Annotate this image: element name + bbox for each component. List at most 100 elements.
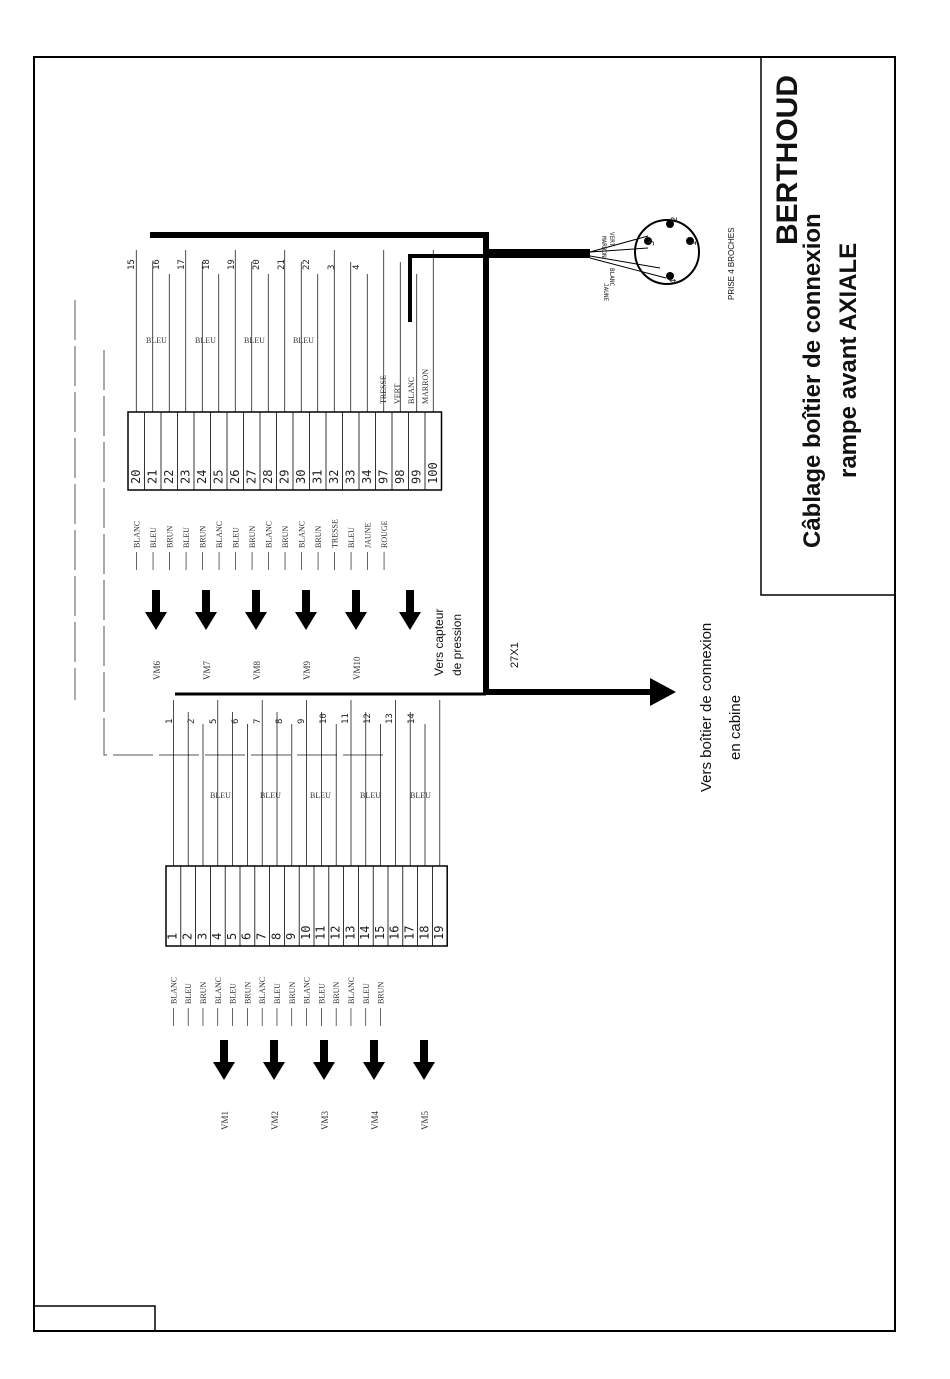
pin-4-label: 4 bbox=[669, 279, 679, 284]
output-label: VM10 bbox=[352, 656, 362, 680]
terminal-number: 21 bbox=[145, 470, 159, 484]
feed-number: 10 bbox=[319, 713, 329, 724]
wire-color-label: BLANC bbox=[303, 977, 312, 1004]
output-arrow bbox=[195, 590, 217, 630]
output-arrow-head bbox=[263, 1062, 285, 1080]
output-arrow bbox=[295, 590, 317, 630]
output-arrow-shaft bbox=[270, 1040, 278, 1064]
terminal-number: 13 bbox=[343, 926, 357, 940]
terminal-number: 19 bbox=[432, 926, 446, 940]
output-label: VM8 bbox=[252, 660, 262, 680]
bridge-label: BLEU bbox=[195, 336, 216, 345]
connector-wires bbox=[589, 235, 667, 279]
cable-destination-line-1: Vers boîtier de connexion bbox=[698, 623, 715, 792]
main-cable: 27X1 Vers boîtier de connexion en cabine bbox=[150, 232, 744, 792]
terminal-number: 30 bbox=[294, 470, 308, 484]
output-label: VM7 bbox=[202, 660, 212, 680]
terminal-number: 98 bbox=[393, 470, 407, 484]
title-block: BERTHOUD Câblage boîtier de connexion ra… bbox=[771, 75, 862, 548]
output-label: VM9 bbox=[302, 660, 312, 680]
wire-color-label: BRUN bbox=[314, 526, 323, 548]
wire-color-label: BLANC bbox=[298, 521, 307, 548]
sensor-arrow-head bbox=[399, 612, 421, 630]
terminal-number: 9 bbox=[284, 933, 298, 940]
terminal-number: 3 bbox=[195, 933, 209, 940]
bridge-label: BLEU bbox=[260, 791, 281, 800]
feed-number: 3 bbox=[327, 265, 337, 270]
wire-color-label: BLEU bbox=[149, 527, 158, 548]
wire-color-label: BRUN bbox=[248, 526, 257, 548]
pin-3-label: 3 bbox=[647, 241, 657, 246]
output-arrow bbox=[213, 1040, 235, 1080]
feed-number: 9 bbox=[297, 719, 307, 724]
output-label: VM4 bbox=[370, 1110, 380, 1130]
terminal-number: 1 bbox=[166, 933, 180, 940]
terminal-number: 23 bbox=[178, 470, 192, 484]
title-line-1: Câblage boîtier de connexion bbox=[799, 213, 826, 548]
wire-color-label: BRUN bbox=[199, 982, 208, 1004]
output-arrow-shaft bbox=[352, 590, 360, 614]
output-arrow-shaft bbox=[252, 590, 260, 614]
connector-pin-3 bbox=[644, 237, 652, 245]
bridge-label: BLEU bbox=[146, 336, 167, 345]
feed-number: 21 bbox=[277, 259, 287, 270]
bridge-label: BLEU bbox=[310, 791, 331, 800]
output-arrow bbox=[263, 1040, 285, 1080]
wire-color-label: ROUGE bbox=[380, 520, 389, 548]
terminal-box bbox=[127, 411, 443, 491]
sensor-note-line-2: de pression bbox=[450, 614, 464, 676]
feed-number: 20 bbox=[252, 259, 262, 270]
sensor-wire-label: TRESSE bbox=[379, 375, 388, 404]
output-arrow-head bbox=[295, 612, 317, 630]
terminal-number: 97 bbox=[376, 470, 390, 484]
wire-color-label: BLEU bbox=[362, 983, 371, 1004]
terminal-number: 100 bbox=[426, 462, 440, 484]
wire-color-label: BLEU bbox=[184, 983, 193, 1004]
terminal-number: 8 bbox=[269, 933, 283, 940]
sensor-wire-label: MARRON bbox=[421, 369, 430, 404]
output-arrow bbox=[145, 590, 167, 630]
wire-color-label: BLEU bbox=[229, 983, 238, 1004]
wire-color-label: BLANC bbox=[169, 977, 178, 1004]
output-arrow-head bbox=[345, 612, 367, 630]
title-box bbox=[760, 58, 895, 596]
terminal-number: 16 bbox=[388, 926, 402, 940]
terminal-number: 29 bbox=[277, 470, 291, 484]
sensor-arrow bbox=[399, 590, 421, 630]
cable-label: 27X1 bbox=[509, 642, 521, 668]
terminal-number: 7 bbox=[254, 933, 268, 940]
output-arrow-shaft bbox=[220, 1040, 228, 1064]
drawing-frame bbox=[33, 56, 896, 1332]
wire-color-label: BLANC bbox=[347, 977, 356, 1004]
wire-color-label: BRUN bbox=[377, 982, 386, 1004]
sensor-wire-label: BLANC bbox=[407, 377, 416, 404]
terminal-number: 31 bbox=[310, 470, 324, 484]
feed-number: 8 bbox=[275, 719, 285, 724]
output-arrow-head bbox=[195, 612, 217, 630]
output-arrow-shaft bbox=[152, 590, 160, 614]
title-line-2: rampe avant AXIALE bbox=[835, 243, 862, 478]
output-arrow bbox=[363, 1040, 385, 1080]
terminal-number: 17 bbox=[402, 926, 416, 940]
wire-color-label: BRUN bbox=[281, 526, 290, 548]
brand-logo: BERTHOUD bbox=[771, 75, 804, 245]
terminal-number: 27 bbox=[244, 470, 258, 484]
output-label: VM1 bbox=[220, 1111, 230, 1130]
connector-body bbox=[634, 219, 700, 285]
terminal-number: 34 bbox=[360, 470, 374, 484]
terminal-number: 28 bbox=[261, 470, 275, 484]
terminal-number: 5 bbox=[225, 933, 239, 940]
wire-color-label: TRESSE bbox=[331, 519, 340, 548]
terminal-number: 22 bbox=[162, 470, 176, 484]
output-arrow bbox=[413, 1040, 435, 1080]
feed-number: 18 bbox=[202, 259, 212, 270]
terminal-number: 2 bbox=[180, 933, 194, 940]
pin-1-label: 1 bbox=[689, 241, 699, 246]
feed-number: 16 bbox=[152, 259, 162, 270]
terminal-number: 24 bbox=[195, 470, 209, 484]
terminal-number: 18 bbox=[417, 926, 431, 940]
terminal-number: 15 bbox=[373, 926, 387, 940]
wire-color-label: BLEU bbox=[273, 983, 282, 1004]
